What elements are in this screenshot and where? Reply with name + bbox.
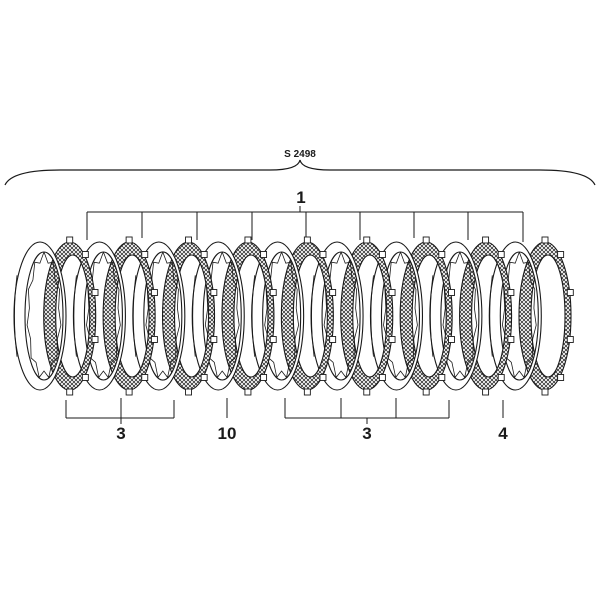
callout-label-top: 1 [296,188,306,207]
drawing-code-label: S 2498 [284,149,316,160]
top-callout-bracket [86,206,524,242]
overall-brace [4,159,596,186]
callout-label-bottom-far-right: 4 [498,424,508,443]
disc-stack [13,236,574,396]
friction-disc [518,236,574,396]
bottom-left-bracket [65,398,175,424]
bottom-right-bracket [284,398,450,424]
steel-disc [13,241,67,391]
callout-label-bottom-mid: 10 [217,424,237,443]
callout-label-bottom-left: 3 [116,424,126,443]
callout-label-bottom-right: 3 [362,424,372,443]
